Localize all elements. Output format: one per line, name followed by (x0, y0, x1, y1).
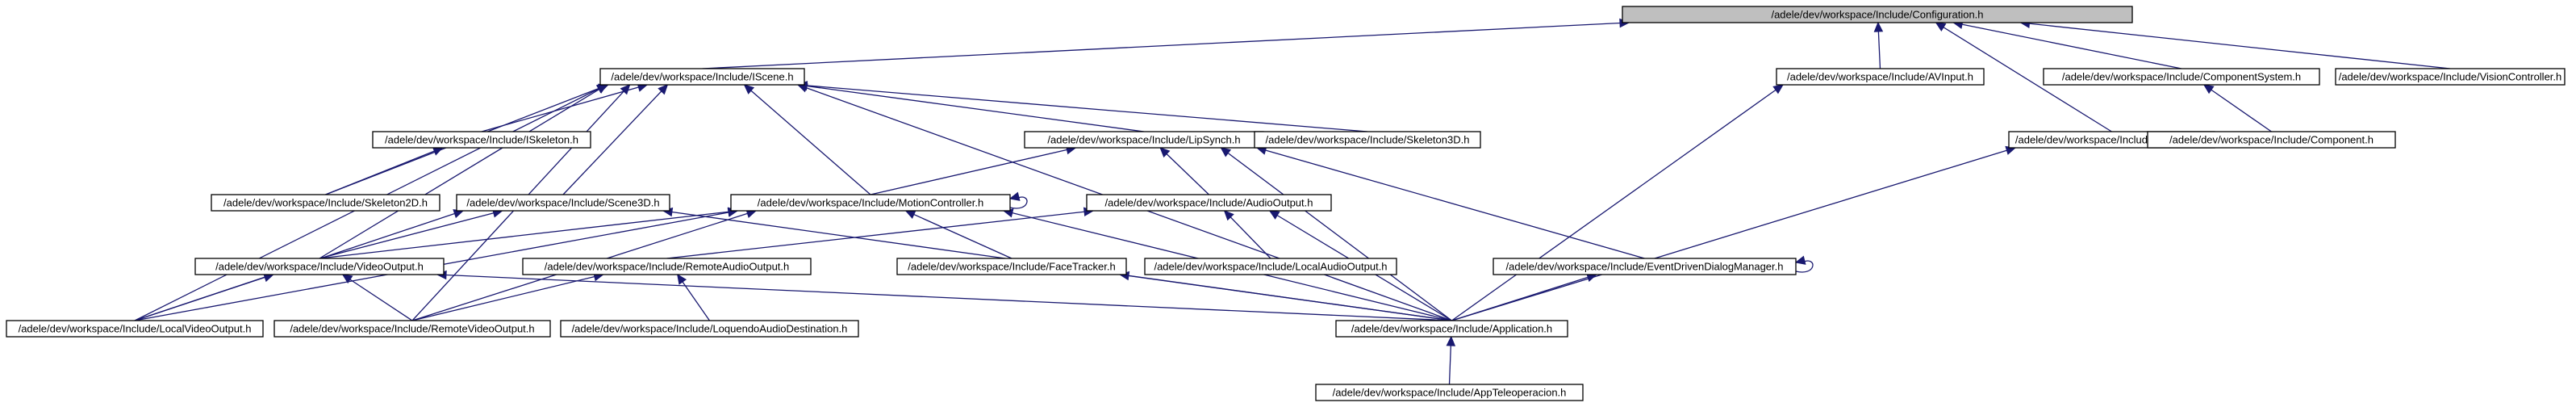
node-remoteaudio[interactable]: /adele/dev/workspace/Include/RemoteAudio… (522, 258, 812, 275)
node-label: /adele/dev/workspace/Include/Component.h (2169, 134, 2374, 146)
edge-scene3d-videoout (319, 208, 503, 259)
node-videoout[interactable]: /adele/dev/workspace/Include/VideoOutput… (194, 258, 445, 275)
node-label: /adele/dev/workspace/Include/RemoteVideo… (290, 323, 534, 335)
node-label: /adele/dev/workspace/Include/MotionContr… (758, 197, 983, 209)
edge-videoout-localvideo (134, 273, 274, 321)
node-box[interactable] (1315, 384, 1584, 401)
node-avinput[interactable]: /adele/dev/workspace/Include/AVInput.h (1776, 68, 1985, 86)
edge-iscene-motion (743, 84, 871, 195)
edge-motion-facetracker (904, 210, 1012, 259)
node-localaudio[interactable]: /adele/dev/workspace/Include/LocalAudioO… (1144, 258, 1397, 275)
node-box[interactable] (273, 320, 551, 338)
edge-eventdriven-application (1451, 272, 1597, 321)
edge-iscene-scene3d (562, 84, 669, 195)
node-label: /adele/dev/workspace/Include/AVInput.h (1787, 71, 1973, 83)
node-label: /adele/dev/workspace/Include/LipSynch.h (1047, 134, 1240, 146)
node-label: /adele/dev/workspace/Include/Scene3D.h (466, 197, 659, 209)
node-localvideo[interactable]: /adele/dev/workspace/Include/LocalVideoO… (6, 320, 264, 338)
edge-config-scene2d (1935, 22, 2112, 132)
node-box[interactable] (599, 68, 805, 86)
node-vision[interactable]: /adele/dev/workspace/Include/VisionContr… (2335, 68, 2566, 86)
node-box[interactable] (1622, 6, 2133, 23)
node-loquendo[interactable]: /adele/dev/workspace/Include/LoquendoAud… (560, 320, 859, 338)
node-box[interactable] (1776, 68, 1985, 86)
node-box[interactable] (372, 131, 591, 149)
edge-eventdriven-eventdriven (1794, 255, 1814, 273)
node-appteleop[interactable]: /adele/dev/workspace/Include/AppTeleoper… (1315, 384, 1584, 401)
node-iscene[interactable]: /adele/dev/workspace/Include/IScene.h (599, 68, 805, 86)
node-box[interactable] (2335, 68, 2566, 86)
node-box[interactable] (211, 194, 440, 212)
node-box[interactable] (560, 320, 859, 338)
edge-audioout-localaudio (1223, 210, 1271, 259)
node-label: /adele/dev/workspace/Include/IScene.h (611, 71, 793, 83)
node-remotevideo[interactable]: /adele/dev/workspace/Include/RemoteVideo… (273, 320, 551, 338)
node-box[interactable] (730, 194, 1011, 212)
node-label: /adele/dev/workspace/Include/AudioOutput… (1104, 197, 1313, 209)
edge-videoout-remotevideo (341, 274, 413, 321)
node-label: /adele/dev/workspace/Include/RemoteAudio… (545, 261, 790, 273)
node-label: /adele/dev/workspace/Include/Application… (1351, 323, 1552, 335)
nodes-layer: /adele/dev/workspace/Include/Configurati… (6, 6, 2566, 401)
node-lipsynch[interactable]: /adele/dev/workspace/Include/LipSynch.h (1024, 131, 1264, 149)
node-label: /adele/dev/workspace/Include/Configurati… (1771, 9, 1983, 21)
edge-remoteaudio-remotevideo (411, 272, 604, 321)
edge-iscene-videoout (319, 84, 608, 259)
node-component[interactable]: /adele/dev/workspace/Include/Component.h (2147, 131, 2396, 149)
node-iskeleton[interactable]: /adele/dev/workspace/Include/ISkeleton.h (372, 131, 591, 149)
node-box[interactable] (194, 258, 445, 275)
node-label: /adele/dev/workspace/Include/ComponentSy… (2062, 71, 2301, 83)
node-compsys[interactable]: /adele/dev/workspace/Include/ComponentSy… (2043, 68, 2320, 86)
edge-iscene-skeleton3d (796, 81, 1368, 132)
node-label: /adele/dev/workspace/Include/VisionContr… (2339, 71, 2562, 83)
node-motion[interactable]: /adele/dev/workspace/Include/MotionContr… (730, 194, 1011, 212)
edge-scene2d-application (1451, 145, 2017, 321)
node-label: /adele/dev/workspace/Include/LocalAudioO… (1154, 261, 1387, 273)
node-label: /adele/dev/workspace/Include/LoquendoAud… (572, 323, 848, 335)
node-box[interactable] (1493, 258, 1797, 275)
edge-config-avinput (1873, 21, 1884, 69)
node-box[interactable] (2043, 68, 2320, 86)
node-box[interactable] (1335, 320, 1568, 338)
edge-lipsynch-motion (870, 145, 1077, 195)
edge-compsys-component (2202, 84, 2272, 132)
node-label: /adele/dev/workspace/Include/ISkeleton.h (385, 134, 578, 146)
node-box[interactable] (456, 194, 670, 212)
edge-motion-videoout (319, 207, 739, 259)
node-eventdriven[interactable]: /adele/dev/workspace/Include/EventDriven… (1493, 258, 1797, 275)
node-skeleton2d[interactable]: /adele/dev/workspace/Include/Skeleton2D.… (211, 194, 440, 212)
node-facetracker[interactable]: /adele/dev/workspace/Include/FaceTracker… (896, 258, 1127, 275)
node-label: /adele/dev/workspace/Include/LocalVideoO… (19, 323, 252, 335)
node-box[interactable] (1086, 194, 1332, 212)
node-box[interactable] (1144, 258, 1397, 275)
edge-lipsynch-audioout (1159, 147, 1209, 195)
node-label: /adele/dev/workspace/Include/Skeleton3D.… (1266, 134, 1470, 146)
node-label: /adele/dev/workspace/Include/VideoOutput… (215, 261, 424, 273)
node-config[interactable]: /adele/dev/workspace/Include/Configurati… (1622, 6, 2133, 23)
edge-motion-motion (1008, 191, 1028, 209)
node-application[interactable]: /adele/dev/workspace/Include/Application… (1335, 320, 1568, 338)
node-label: /adele/dev/workspace/Include/AppTeleoper… (1333, 387, 1567, 399)
edge-config-iscene (702, 18, 1630, 69)
node-box[interactable] (896, 258, 1127, 275)
edge-application-appteleop (1446, 335, 1456, 385)
node-scene3d[interactable]: /adele/dev/workspace/Include/Scene3D.h (456, 194, 670, 212)
edge-remoteaudio-loquendo (677, 274, 711, 321)
node-box[interactable] (1254, 131, 1481, 149)
node-box[interactable] (522, 258, 812, 275)
node-box[interactable] (2147, 131, 2396, 149)
node-skeleton3d[interactable]: /adele/dev/workspace/Include/Skeleton3D.… (1254, 131, 1481, 149)
node-label: /adele/dev/workspace/Include/EventDriven… (1506, 261, 1784, 273)
node-label: /adele/dev/workspace/Include/Skeleton2D.… (223, 197, 428, 209)
edge-config-vision (2019, 19, 2451, 69)
edge-lipsynch-application (1220, 147, 1452, 321)
edge-iskeleton-skeleton2d (325, 146, 444, 195)
edge-avinput-application (1451, 84, 1784, 321)
node-box[interactable] (6, 320, 264, 338)
node-audioout[interactable]: /adele/dev/workspace/Include/AudioOutput… (1086, 194, 1332, 212)
node-label: /adele/dev/workspace/Include/FaceTracker… (908, 261, 1116, 273)
